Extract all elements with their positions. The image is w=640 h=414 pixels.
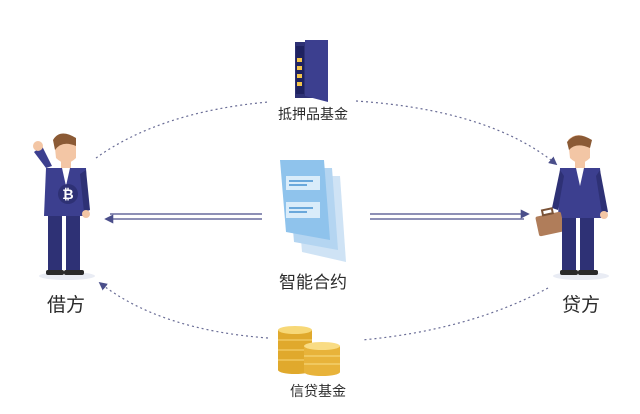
person-with-bitcoin-icon: ₿ bbox=[33, 133, 95, 280]
collateral-fund-label: 抵押品基金 bbox=[278, 107, 348, 123]
document-stack-icon bbox=[280, 160, 346, 262]
gold-coin-stack-icon bbox=[278, 326, 340, 376]
smart-contract-label: 智能合约 bbox=[279, 273, 347, 293]
flow-borrower-to-collateral bbox=[95, 101, 269, 159]
safe-box-icon bbox=[295, 40, 328, 102]
borrower-label: 借方 bbox=[46, 294, 86, 316]
arrow-contract-to-borrower bbox=[104, 213, 262, 224]
svg-text:₿: ₿ bbox=[62, 187, 73, 203]
arrow-contract-to-lender bbox=[370, 209, 530, 220]
flow-collateral-to-lender bbox=[355, 100, 558, 166]
flow-credit-to-borrower bbox=[98, 281, 269, 339]
credit-fund-label: 信贷基金 bbox=[290, 384, 346, 400]
lender-label: 贷方 bbox=[561, 294, 601, 316]
person-with-briefcase-icon bbox=[535, 135, 609, 280]
flow-lender-to-credit bbox=[361, 287, 549, 341]
